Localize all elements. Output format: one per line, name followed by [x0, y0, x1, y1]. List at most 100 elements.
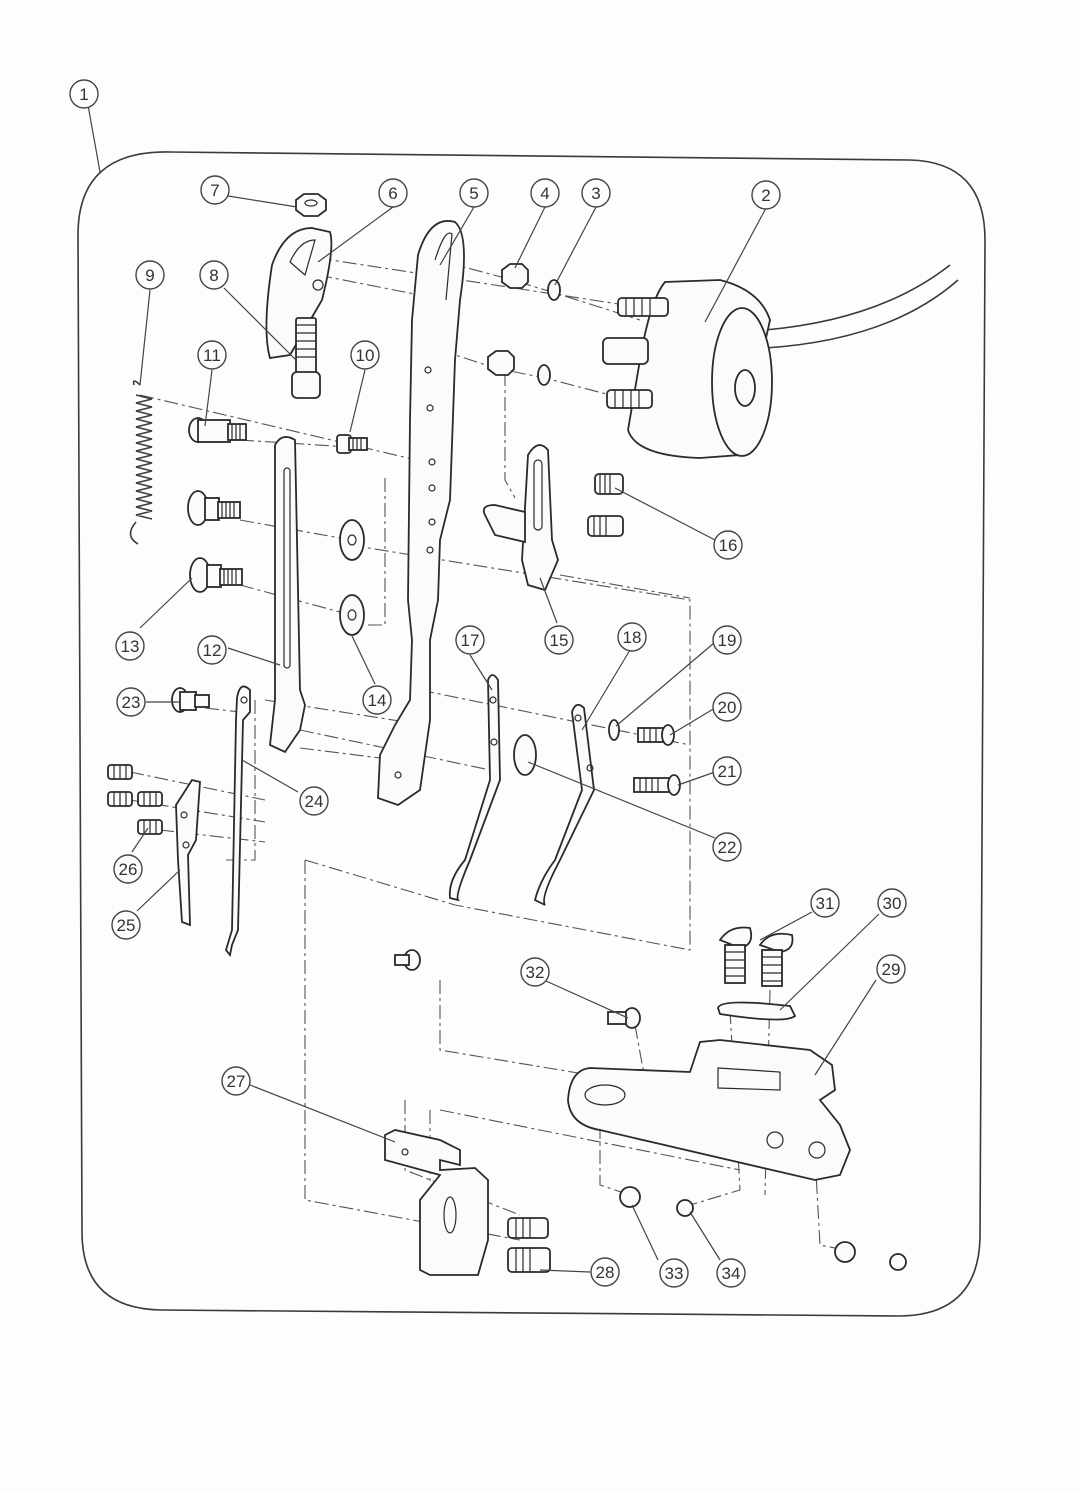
callout-number: 9: [145, 266, 154, 285]
callout-15: 15: [544, 625, 574, 655]
callout-number: 4: [540, 184, 549, 203]
callout-number: 14: [368, 691, 387, 710]
solenoid-motor: [602, 264, 959, 459]
callout-circle: [115, 631, 145, 661]
callout-number: 32: [526, 963, 545, 982]
slotted-link: [269, 436, 306, 754]
callout-number: 29: [882, 960, 901, 979]
callout-number: 18: [623, 628, 642, 647]
slotted-bracket: [482, 444, 624, 592]
callout-17: 17: [455, 625, 485, 655]
shoulder-screws: [187, 417, 368, 593]
callout-circle: [113, 854, 143, 884]
callout-26: 26: [113, 854, 143, 884]
left-lever-group: [107, 685, 251, 958]
callout-number: 24: [305, 792, 324, 811]
callout-circle: [520, 957, 550, 987]
callout-number: 6: [388, 184, 397, 203]
callout-number: 13: [121, 637, 140, 656]
callout-number: 19: [718, 631, 737, 650]
callout-circle: [544, 625, 574, 655]
callout-number: 28: [596, 1263, 615, 1282]
blade-springs: [448, 674, 681, 906]
callout-16: 16: [713, 530, 743, 560]
callout-number: 30: [883, 894, 902, 913]
callout-8: 8: [199, 260, 229, 290]
callout-23: 23: [116, 687, 146, 717]
callout-27: 27: [221, 1066, 251, 1096]
callout-circle: [69, 79, 99, 109]
callout-number: 1: [79, 85, 88, 104]
callout-30: 30: [877, 888, 907, 918]
callout-13: 13: [115, 631, 145, 661]
callout-circle: [378, 178, 408, 208]
callout-22: 22: [712, 832, 742, 862]
callout-circle: [581, 178, 611, 208]
callout-number: 11: [203, 346, 221, 365]
callout-number: 15: [550, 631, 569, 650]
callout-18: 18: [617, 622, 647, 652]
callout-20: 20: [712, 692, 742, 722]
callout-29: 29: [876, 954, 906, 984]
callout-25: 25: [111, 910, 141, 940]
callout-number: 20: [718, 698, 737, 717]
callout-21: 21: [712, 756, 742, 786]
callout-number: 8: [209, 266, 218, 285]
callout-circle: [116, 687, 146, 717]
callout-number: 17: [461, 631, 480, 650]
callout-number: 2: [761, 186, 770, 205]
callout-number: 25: [117, 916, 136, 935]
callout-circle: [459, 178, 489, 208]
callout-number: 31: [816, 894, 835, 913]
callout-7: 7: [200, 175, 230, 205]
callout-circle: [712, 832, 742, 862]
callout-circle: [200, 175, 230, 205]
callout-circle: [712, 625, 742, 655]
callout-number: 23: [122, 693, 141, 712]
callout-number: 33: [665, 1264, 684, 1283]
main-lever-plate: [377, 220, 465, 806]
callout-9: 9: [135, 260, 165, 290]
callout-31: 31: [810, 888, 840, 918]
callout-number: 21: [718, 762, 737, 781]
callout-number: 10: [356, 346, 375, 365]
callout-34: 34: [716, 1258, 746, 1288]
callout-circle: [221, 1066, 251, 1096]
callout-circle: [197, 340, 227, 370]
callout-number: 27: [227, 1072, 246, 1091]
callout-circle: [135, 260, 165, 290]
callout-32: 32: [520, 957, 550, 987]
callout-number: 22: [718, 838, 737, 857]
callout-number: 34: [722, 1264, 741, 1283]
callout-circle: [111, 910, 141, 940]
callout-circle: [362, 685, 392, 715]
callout-12: 12: [197, 635, 227, 665]
callout-circle: [877, 888, 907, 918]
callout-2: 2: [751, 180, 781, 210]
callout-6: 6: [378, 178, 408, 208]
callout-1: 1: [69, 79, 99, 109]
callout-circle: [716, 1258, 746, 1288]
callout-number: 26: [119, 860, 138, 879]
callout-number: 7: [210, 181, 219, 200]
callout-circle: [713, 530, 743, 560]
callout-5: 5: [459, 178, 489, 208]
callout-19: 19: [712, 625, 742, 655]
callout-circle: [455, 625, 485, 655]
callout-circle: [350, 340, 380, 370]
callout-circle: [530, 178, 560, 208]
lower-angle-bracket: [384, 1129, 551, 1276]
base-plate-group: [394, 926, 907, 1271]
leader-lines: [87, 104, 880, 1273]
callout-circle: [617, 622, 647, 652]
callout-4: 4: [530, 178, 560, 208]
callout-28: 28: [590, 1257, 620, 1287]
callout-circle: [197, 635, 227, 665]
assembly-frame: [77, 151, 986, 1317]
callout-24: 24: [299, 786, 329, 816]
callout-14: 14: [362, 685, 392, 715]
callout-circle: [712, 692, 742, 722]
callout-circle: [876, 954, 906, 984]
